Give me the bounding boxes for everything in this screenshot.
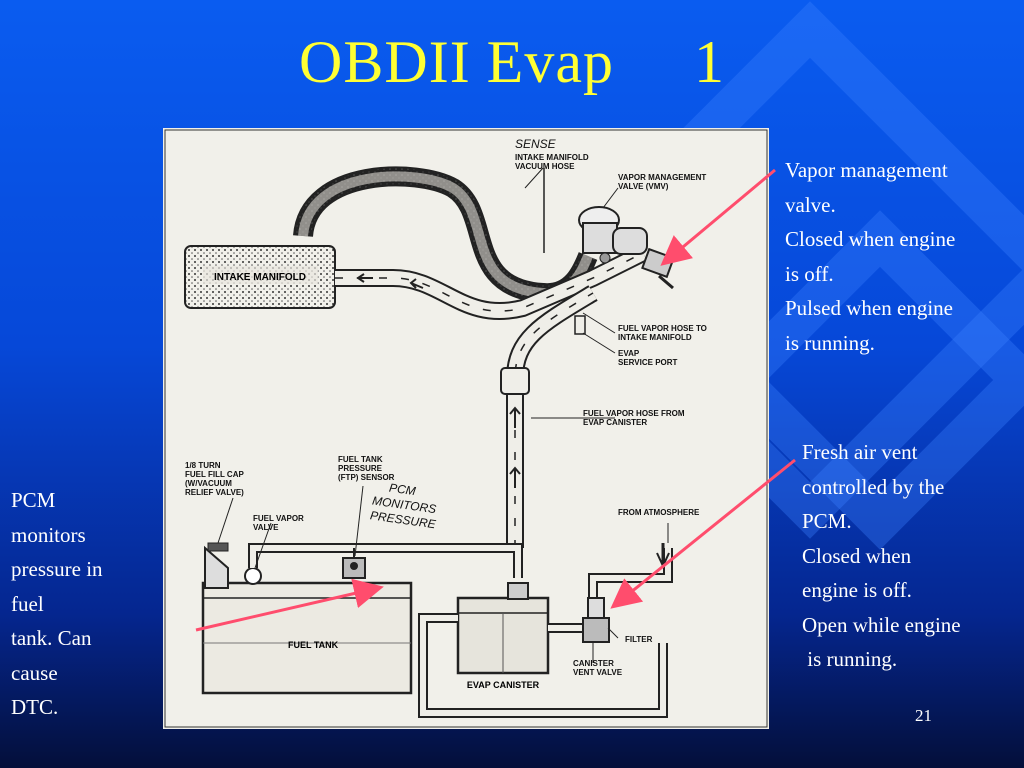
fuel-vapor-valve-label-2: VALVE xyxy=(253,523,279,532)
filter-label: FILTER xyxy=(625,635,653,644)
hose-from-canister-label-1: FUEL VAPOR HOSE FROM xyxy=(583,409,685,418)
pcm-monitors-note: PCM monitors pressure in fuel tank. Can … xyxy=(11,488,103,719)
evap-canister: EVAP CANISTER xyxy=(456,582,550,690)
service-port-label-1: EVAP xyxy=(618,349,640,358)
hose-from-canister-label-2: EVAP CANISTER xyxy=(583,418,647,427)
vent-callout-arrow xyxy=(610,458,796,609)
evap-canister-label: EVAP CANISTER xyxy=(467,680,540,690)
intake-vacuum-hose-label-1: INTAKE MANIFOLD xyxy=(515,153,589,162)
pcm-callout-arrow xyxy=(195,578,384,632)
handwritten-pcm-label: PCM xyxy=(388,481,416,499)
fuel-vapor-valve-label-1: FUEL VAPOR xyxy=(253,514,304,523)
tank-vapor-line xyxy=(250,545,521,578)
vent-valve-label-1: CANISTER xyxy=(573,659,614,668)
vent-valve-label-2: VENT VALVE xyxy=(573,668,623,677)
ftp-sensor-label-1: FUEL TANK xyxy=(338,455,383,464)
intake-manifold-label: INTAKE MANIFOLD xyxy=(214,272,306,283)
vmv-callout-arrow xyxy=(660,168,776,266)
vmv-label-2: VALVE (VMV) xyxy=(618,182,669,191)
fill-cap-label-3: (W/VACUUM xyxy=(185,479,232,488)
from-atmosphere-label: FROM ATMOSPHERE xyxy=(618,508,700,517)
slide-title: OBDII Evap 1 xyxy=(299,29,725,95)
evap-system-diagram: INTAKE MANIFOLD xyxy=(163,128,769,729)
diagram-border xyxy=(164,129,768,728)
fill-cap-label-4: RELIEF VALVE) xyxy=(185,488,244,497)
ftp-sensor-label-3: (FTP) SENSOR xyxy=(338,473,395,482)
fresh-air-vent-note: Fresh air vent controlled by the PCM. Cl… xyxy=(802,440,961,671)
hose-to-manifold-label-2: INTAKE MANIFOLD xyxy=(618,333,692,342)
atmosphere-line xyxy=(548,548,671,631)
diagram-drawing: INTAKE MANIFOLD xyxy=(164,129,768,728)
leader-lines xyxy=(217,167,669,663)
flow-arrows xyxy=(356,273,521,488)
hose-to-manifold-label-1: FUEL VAPOR HOSE TO xyxy=(618,324,707,333)
vmv-label-1: VAPOR MANAGEMENT xyxy=(618,173,706,182)
slide-number: 21 xyxy=(915,706,932,725)
intake-vacuum-hose-label-2: VACUUM HOSE xyxy=(515,162,575,171)
fill-cap-label-1: 1/8 TURN xyxy=(185,461,221,470)
vent-line xyxy=(420,615,666,716)
service-port-label-2: SERVICE PORT xyxy=(618,358,678,367)
fuel-tank-label: FUEL TANK xyxy=(288,640,339,650)
sense-handwritten-label: SENSE xyxy=(515,137,557,151)
evap-service-port xyxy=(574,315,586,335)
fill-cap-label-2: FUEL FILL CAP xyxy=(185,470,244,479)
vapor-management-valve xyxy=(578,206,675,290)
hose-coupler xyxy=(500,367,530,395)
ftp-sensor-label-2: PRESSURE xyxy=(338,464,383,473)
canister-vent-valve xyxy=(582,543,670,643)
vapor-management-valve-note: Vapor management valve. Closed when engi… xyxy=(785,158,956,355)
